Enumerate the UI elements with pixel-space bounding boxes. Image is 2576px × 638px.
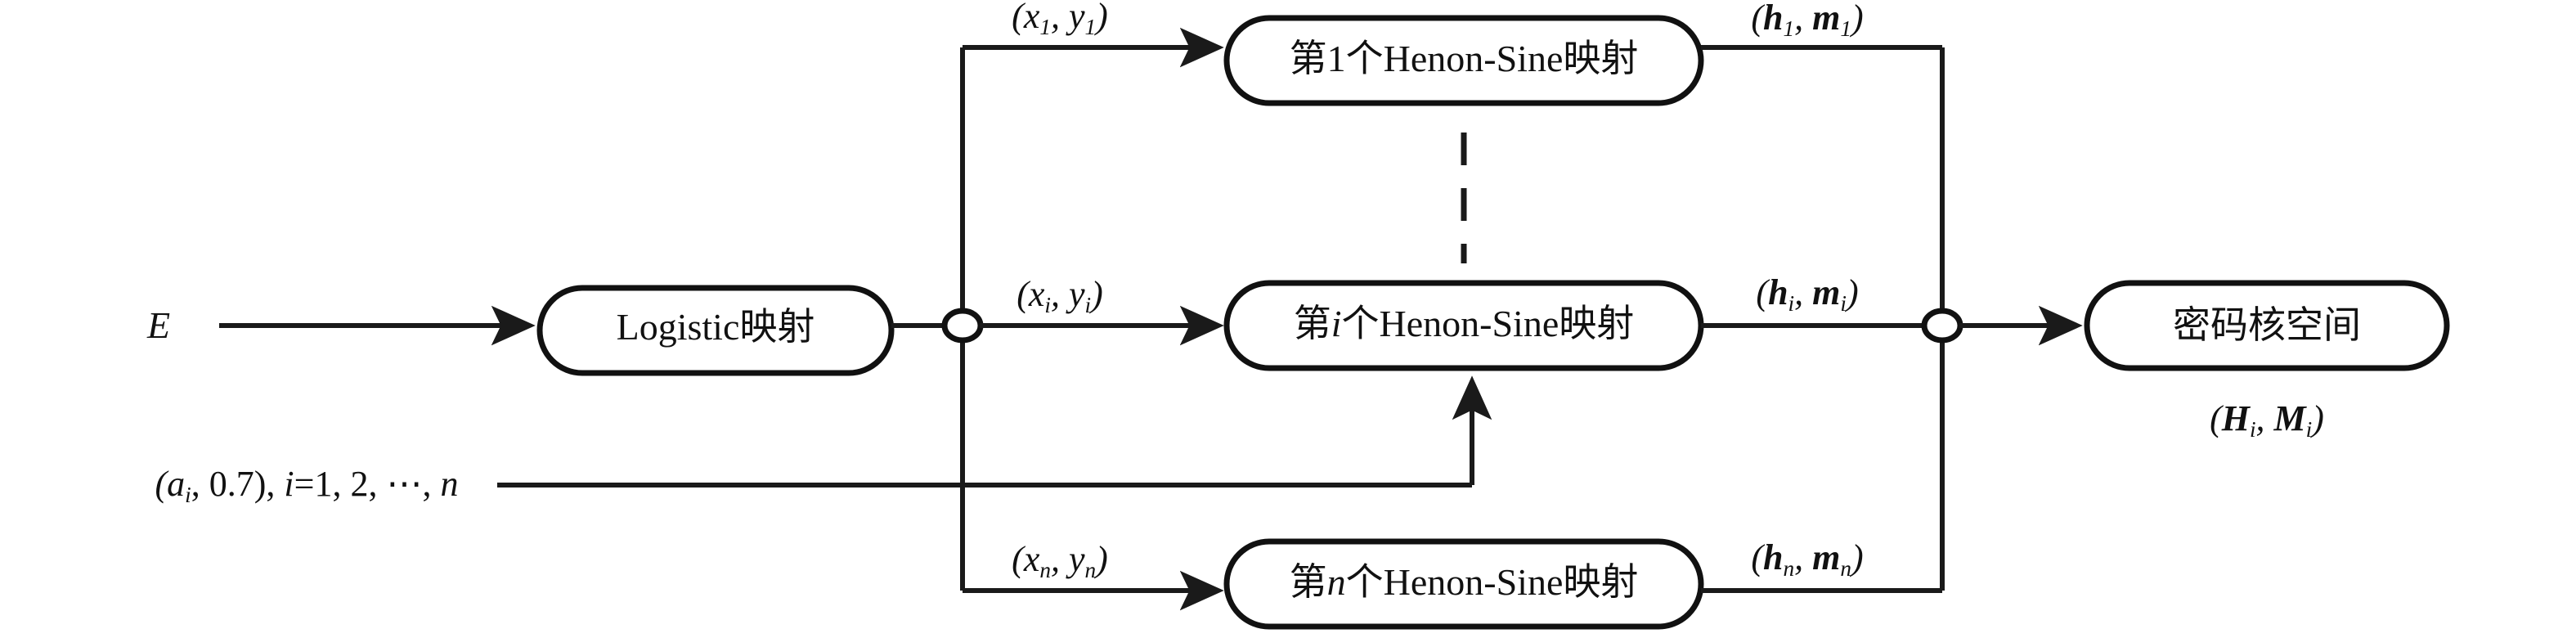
input-signal-label: E (146, 304, 171, 346)
parameter-input-label: (ai, 0.7), i=1, 2, ⋯, n (155, 464, 459, 506)
sigi-sub1: i (1044, 293, 1051, 318)
henon-label-i-prefix: 第 (1293, 303, 1331, 344)
res-sub1: i (2249, 417, 2256, 443)
out1-m: m (1812, 0, 1841, 38)
henon-label-1-index: 1 (1326, 38, 1346, 79)
out1-h: h (1763, 0, 1784, 38)
sign-close: ) (1096, 539, 1108, 579)
outn-m: m (1812, 537, 1841, 577)
sign-mid: , y (1051, 539, 1085, 579)
outi-m: m (1812, 272, 1841, 312)
outi-close: ) (1846, 272, 1859, 312)
sign-sub1: n (1039, 558, 1051, 583)
out1-sub2: 1 (1840, 16, 1851, 42)
input-signal-label-i: (xi, yi) (1016, 274, 1103, 317)
henon-label-n-prefix: 第 (1289, 561, 1327, 603)
param-prefix: (a (155, 464, 186, 504)
sig1-close: ) (1096, 0, 1108, 36)
henon-sine-box-n[interactable] (1223, 538, 1704, 630)
henon-sine-label-1: 第1个Henon-Sine映射 (1290, 40, 1639, 78)
outn-open: ( (1751, 537, 1763, 577)
res-close: ) (2312, 398, 2324, 438)
res-open: ( (2210, 398, 2222, 438)
res-H: H (2221, 398, 2250, 438)
cipher-kernel-space-box[interactable] (2084, 280, 2450, 371)
outn-sub1: n (1783, 556, 1795, 582)
sig1-sub1: 1 (1039, 15, 1051, 40)
henon-sine-label-i: 第i个Henon-Sine映射 (1294, 305, 1635, 343)
henon-label-i-suffix: 个Henon-Sine映射 (1341, 303, 1635, 344)
henon-label-n-suffix: 个Henon-Sine映射 (1345, 561, 1639, 603)
output-signal-label-1: (h1, m1) (1751, 0, 1864, 40)
outn-mid: , (1794, 537, 1813, 577)
outn-close: ) (1851, 537, 1864, 577)
henon-label-n-index: n (1326, 561, 1346, 603)
param-index-var: i (284, 464, 294, 504)
right-bus-junction-node (1921, 308, 1963, 344)
henon-label-1-prefix: 第 (1289, 38, 1327, 79)
henon-label-1-suffix: 个Henon-Sine映射 (1345, 38, 1639, 79)
outi-open: ( (1756, 272, 1769, 312)
out1-sub1: 1 (1783, 16, 1795, 42)
sigi-open: (x (1016, 274, 1045, 314)
outn-h: h (1763, 537, 1784, 577)
param-sub: i (185, 483, 191, 508)
henon-sine-box-1[interactable] (1223, 15, 1704, 106)
henon-sine-label-n: 第n个Henon-Sine映射 (1290, 564, 1639, 601)
out1-close: ) (1851, 0, 1864, 38)
logistic-map-box[interactable] (536, 285, 895, 376)
henon-label-i-index: i (1331, 303, 1342, 344)
sigi-close: ) (1091, 274, 1103, 314)
input-signal-label-n: (xn, yn) (1012, 539, 1108, 582)
input-signal-label-1: (x1, y1) (1012, 0, 1108, 38)
logistic-map-label: Logistic映射 (616, 306, 815, 348)
res-sub2: i (2305, 417, 2313, 443)
outi-sub2: i (1840, 291, 1847, 317)
param-index-n: n (440, 464, 459, 504)
param-index-rest: =1, 2, ⋯, (294, 464, 441, 504)
sign-sub2: n (1084, 558, 1097, 583)
cipher-kernel-space-label: 密码核空间 (2173, 304, 2361, 346)
out1-open: ( (1751, 0, 1763, 38)
sigi-sub2: i (1084, 293, 1092, 318)
outi-sub1: i (1788, 291, 1795, 317)
result-signal-label: (Hi, Mi) (2210, 398, 2324, 441)
param-suffix: , 0.7), (191, 464, 285, 504)
output-signal-label-n: (hn, mn) (1751, 537, 1864, 580)
sigi-mid: , y (1051, 274, 1085, 314)
sign-open: (x (1012, 539, 1040, 579)
res-M: M (2273, 398, 2306, 438)
sig1-mid: , y (1051, 0, 1085, 36)
out1-mid: , (1794, 0, 1813, 38)
sig1-open: (x (1012, 0, 1040, 36)
left-bus-junction-node (941, 308, 984, 344)
outi-mid: , (1794, 272, 1813, 312)
sig1-sub2: 1 (1084, 15, 1097, 40)
outi-h: h (1768, 272, 1788, 312)
output-signal-label-i: (hi, mi) (1756, 272, 1859, 315)
res-mid: , (2255, 398, 2274, 438)
outn-sub2: n (1840, 556, 1851, 582)
